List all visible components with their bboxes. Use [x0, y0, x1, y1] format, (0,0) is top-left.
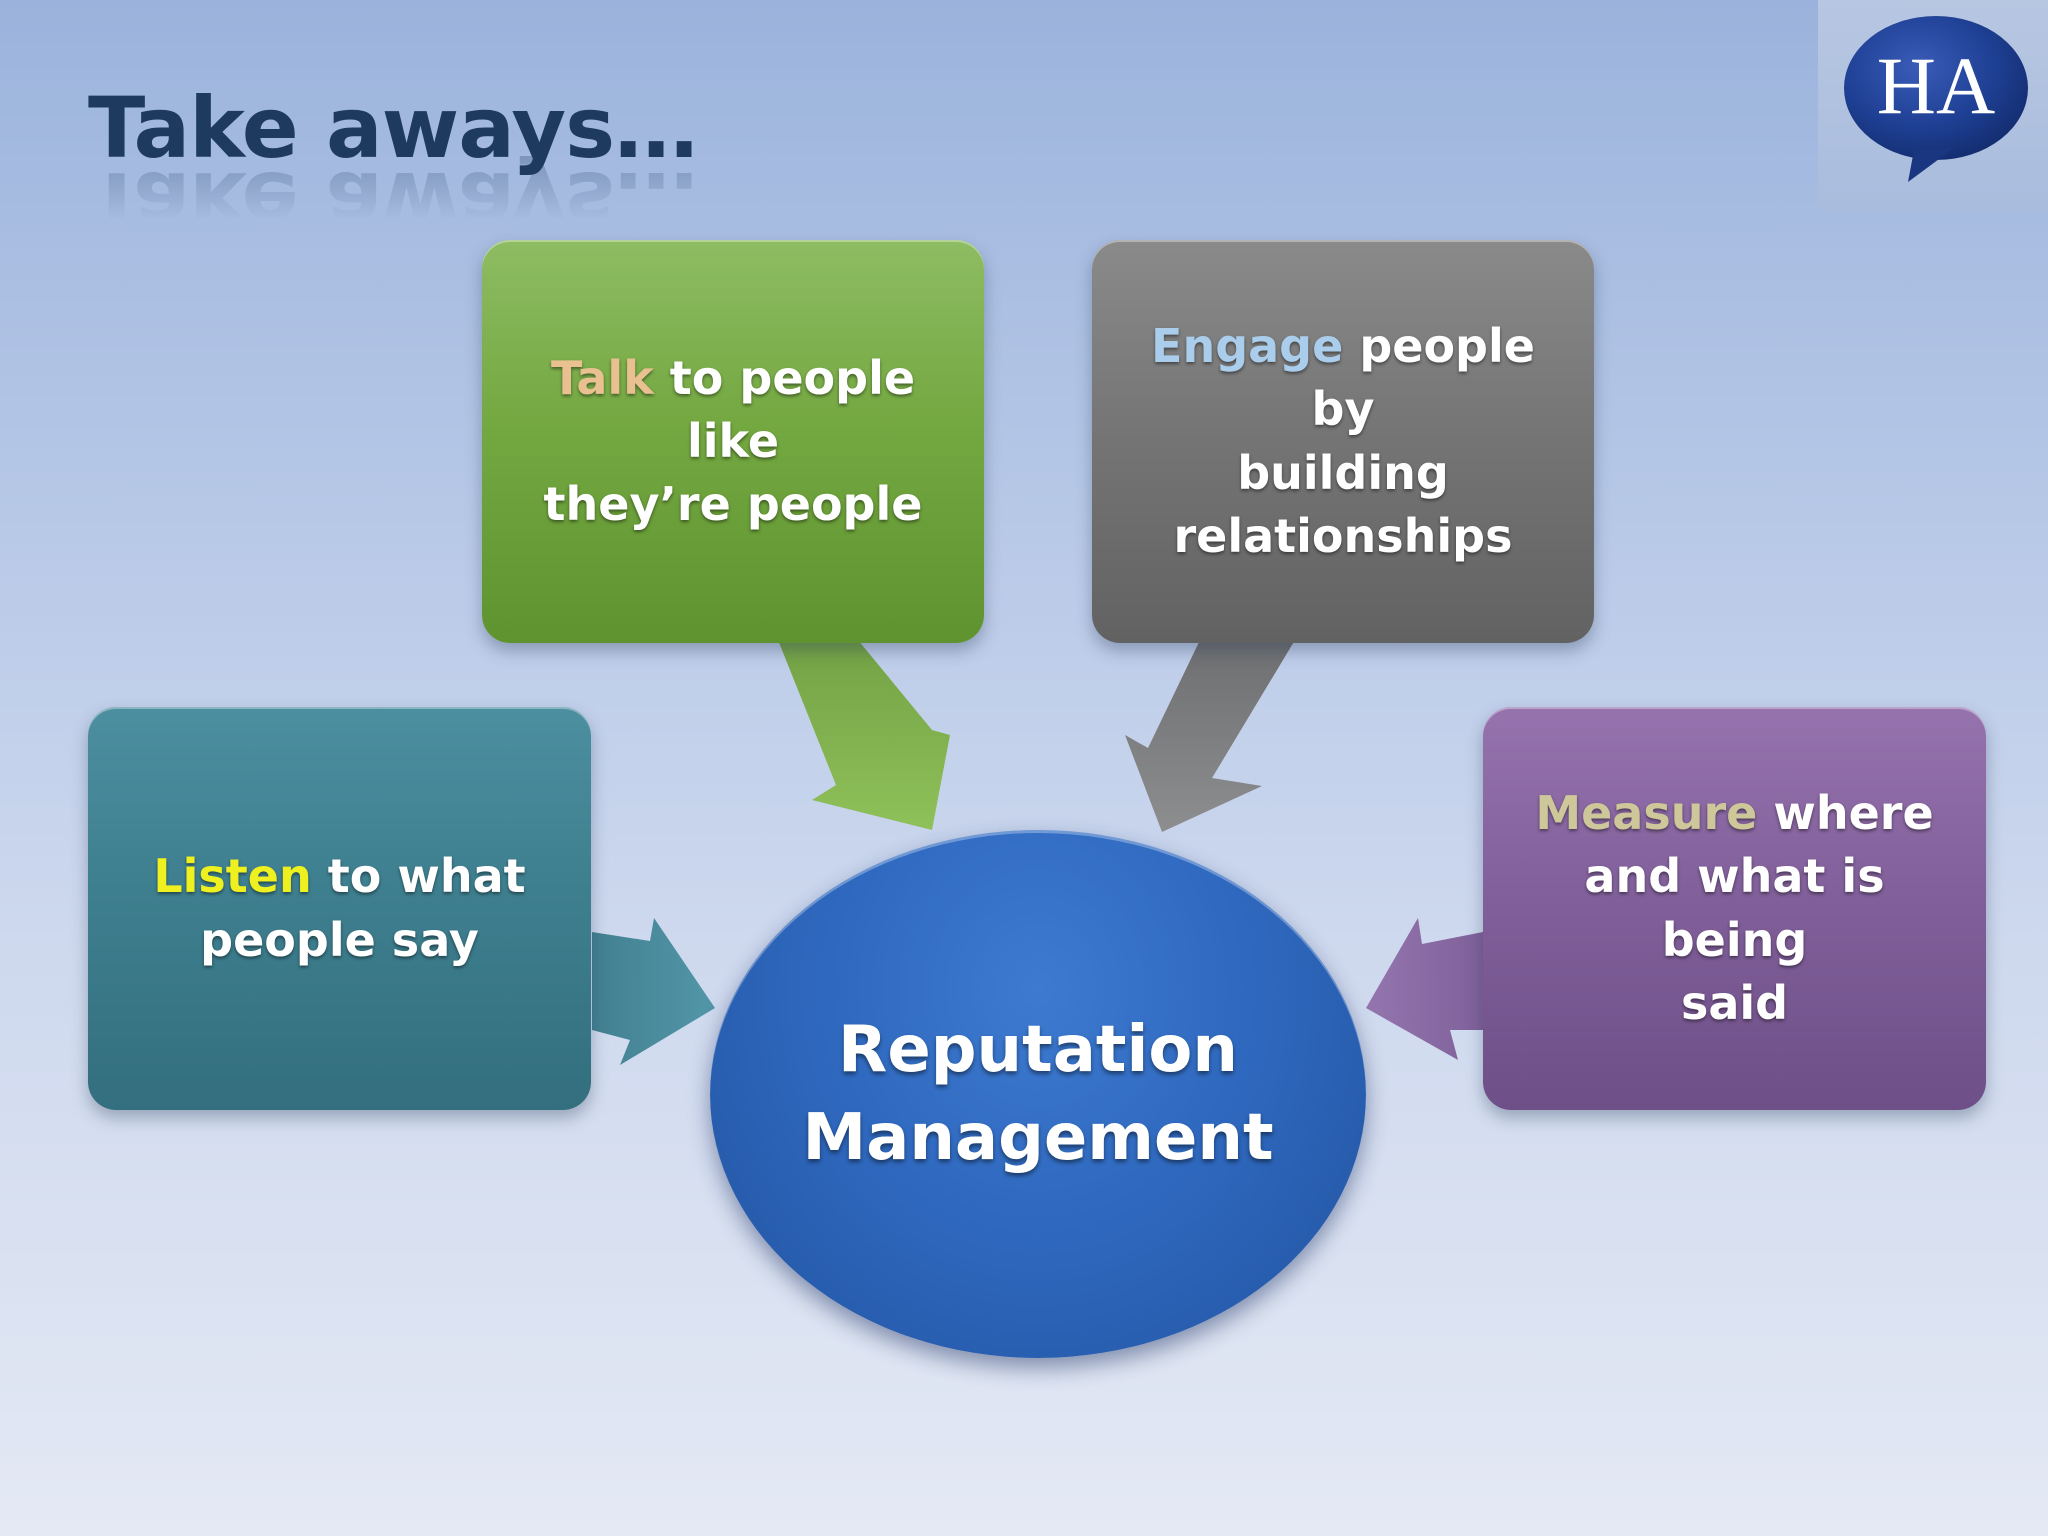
speech-bubble-logo-icon: HA [1844, 16, 2028, 182]
logo: HA [1818, 0, 2048, 212]
arrow-gray [1125, 640, 1295, 832]
box-measure-line2: and what is being [1584, 849, 1885, 967]
box-talk-text: Talk to people like they’re people [512, 347, 954, 536]
box-listen-text: Listen to what people say [153, 845, 525, 971]
center-line1: Reputation [838, 1012, 1238, 1087]
box-measure-line3: said [1680, 975, 1789, 1030]
logo-text: HA [1877, 40, 1995, 131]
box-engage-highlight: Engage [1151, 319, 1344, 374]
arrow-purple [1366, 918, 1483, 1060]
center-reputation-management: Reputation Management [710, 830, 1366, 1358]
arrow-teal [592, 918, 715, 1065]
box-measure-text: Measure where and what is being said [1513, 782, 1956, 1034]
box-listen-line2: people say [200, 912, 479, 967]
box-engage-text: Engage people by building relationships [1122, 315, 1564, 567]
box-listen: Listen to what people say [88, 707, 591, 1110]
box-measure-line1: where [1757, 786, 1934, 841]
box-listen-line1: to what [311, 849, 526, 904]
box-measure: Measure where and what is being said [1483, 707, 1986, 1110]
box-talk-line2: they’re people [543, 477, 923, 531]
logo-bubble [1844, 16, 2028, 160]
box-talk-highlight: Talk [550, 350, 654, 405]
box-talk: Talk to people like they’re people [482, 240, 984, 643]
box-engage: Engage people by building relationships [1092, 240, 1594, 643]
arrow-green [778, 640, 950, 830]
slide-title: Take aways… [88, 79, 698, 177]
box-engage-line1: people by [1311, 319, 1535, 437]
center-text: Reputation Management [802, 1006, 1273, 1183]
box-listen-highlight: Listen [153, 849, 312, 904]
box-measure-highlight: Measure [1535, 786, 1758, 841]
box-engage-line3: relationships [1173, 508, 1513, 563]
box-talk-line1: to people like [653, 350, 916, 468]
logo-bubble-tail [1908, 148, 1954, 182]
center-line2: Management [802, 1101, 1274, 1175]
box-engage-line2: building [1237, 445, 1449, 500]
